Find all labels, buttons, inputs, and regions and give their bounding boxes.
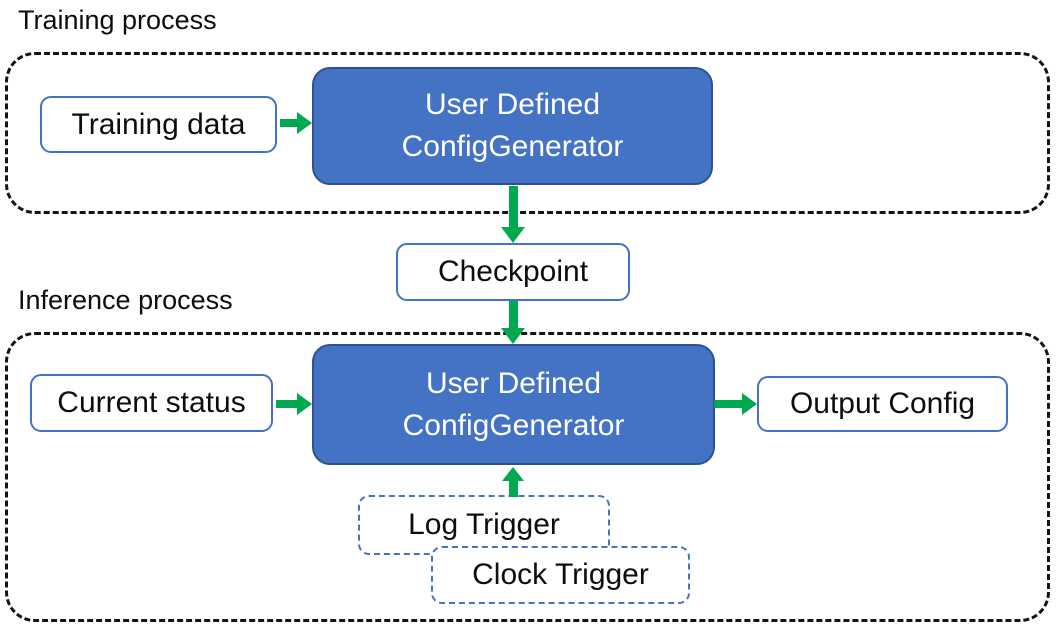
node-label: Current status: [57, 386, 246, 419]
arrow-shaft: [276, 400, 297, 408]
clock-trigger-node: Clock Trigger: [431, 546, 690, 604]
checkpoint-node: Checkpoint: [396, 243, 630, 301]
node-label: User Defined ConfigGenerator: [403, 363, 625, 447]
arrow-shaft: [508, 301, 518, 328]
arrow-checkpoint-to-generator: [501, 301, 525, 344]
arrow-generator-to-checkpoint: [501, 186, 525, 243]
node-label: Training data: [71, 107, 246, 141]
arrow-shaft: [508, 186, 518, 227]
arrow-head: [502, 467, 524, 481]
node-label: Clock Trigger: [472, 558, 649, 591]
arrow-shaft: [714, 400, 742, 408]
training-data-node: Training data: [40, 96, 277, 153]
training-process-label: Training process: [18, 5, 217, 35]
arrow-current-status-to-generator: [276, 393, 312, 415]
node-label-line1: User Defined: [425, 366, 602, 400]
inference-config-generator-node: User Defined ConfigGenerator: [312, 344, 715, 465]
inference-process-label: Inference process: [18, 285, 233, 315]
node-label: Checkpoint: [437, 255, 589, 288]
inference-process-container: [5, 332, 1050, 622]
output-config-node: Output Config: [757, 376, 1008, 432]
arrow-shaft: [280, 119, 297, 127]
training-config-generator-node: User Defined ConfigGenerator: [312, 67, 713, 185]
arrow-shaft: [508, 481, 518, 497]
node-label-line1: User Defined: [424, 88, 601, 121]
node-label-line2: ConfigGenerator: [402, 408, 625, 442]
arrow-head: [297, 112, 312, 134]
arrow-head: [501, 227, 525, 243]
arrow-head: [742, 393, 757, 415]
arrow-training-data-to-generator: [280, 112, 312, 134]
node-label: Log Trigger: [408, 508, 560, 541]
node-label-line2: ConfigGenerator: [401, 130, 624, 163]
current-status-node: Current status: [30, 374, 273, 432]
arrow-head: [501, 328, 525, 344]
arrow-generator-to-output-config: [714, 393, 757, 415]
node-label: User Defined ConfigGenerator: [402, 84, 624, 168]
node-label: Output Config: [789, 387, 976, 420]
arrow-triggers-to-generator: [502, 467, 524, 497]
training-process-container: [5, 52, 1050, 214]
arrow-head: [297, 393, 312, 415]
